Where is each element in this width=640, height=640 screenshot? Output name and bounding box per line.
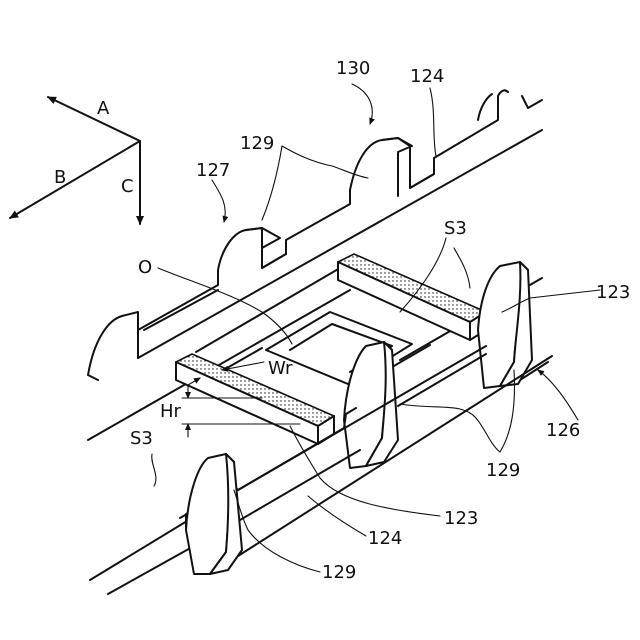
- ref-129-bottom: 129: [322, 562, 356, 583]
- upper-tooth-right: [478, 94, 492, 120]
- leader-127: [212, 180, 225, 222]
- lower-rail-front-left-2: [108, 546, 194, 594]
- upper-tooth-2-side: [382, 138, 412, 196]
- ref-124-top: 124: [410, 66, 444, 87]
- leader-130: [352, 84, 372, 124]
- leader-124-top: [430, 88, 436, 156]
- leader-s3-left: [152, 454, 156, 486]
- lower-rail-lip: [240, 450, 360, 520]
- ref-s3-left: S3: [130, 428, 153, 449]
- ref-126: 126: [546, 420, 580, 441]
- upper-rail-back-edge: [144, 290, 218, 330]
- ref-s3-right: S3: [444, 218, 467, 239]
- ref-123-bottom: 123: [444, 508, 478, 529]
- upper-chevron: [522, 96, 542, 108]
- leader-129-top-b: [262, 146, 282, 220]
- dim-hr-label: Hr: [160, 401, 182, 422]
- ref-129-top: 129: [240, 133, 274, 154]
- wr-dim-line-2: [222, 362, 264, 370]
- leader-o: [158, 268, 292, 344]
- upper-rail-inner-1: [262, 254, 286, 268]
- ref-127: 127: [196, 160, 230, 181]
- dim-wr-label: Wr: [268, 358, 293, 379]
- ref-123-right: 123: [596, 282, 630, 303]
- ref-129-mid: 129: [486, 460, 520, 481]
- axis-a-label: A: [97, 98, 110, 119]
- axis-b-label: B: [54, 167, 66, 188]
- leader-s3-right-b: [454, 248, 470, 288]
- leader-124-bottom: [308, 496, 366, 536]
- ref-124-bottom: 124: [368, 528, 402, 549]
- leader-129-mid-a: [400, 404, 500, 452]
- axis-c-label: C: [121, 176, 134, 197]
- tooth-right: [478, 262, 532, 388]
- ref-o: O: [138, 257, 152, 278]
- lower-rail-front-left: [90, 518, 192, 580]
- upper-rail-inner-2: [410, 174, 434, 188]
- direction-axes: A B C: [10, 97, 140, 224]
- upper-tooth-left: [88, 312, 138, 380]
- ref-130: 130: [336, 58, 370, 79]
- leader-126: [538, 370, 578, 420]
- axis-a-arrow: [48, 97, 140, 141]
